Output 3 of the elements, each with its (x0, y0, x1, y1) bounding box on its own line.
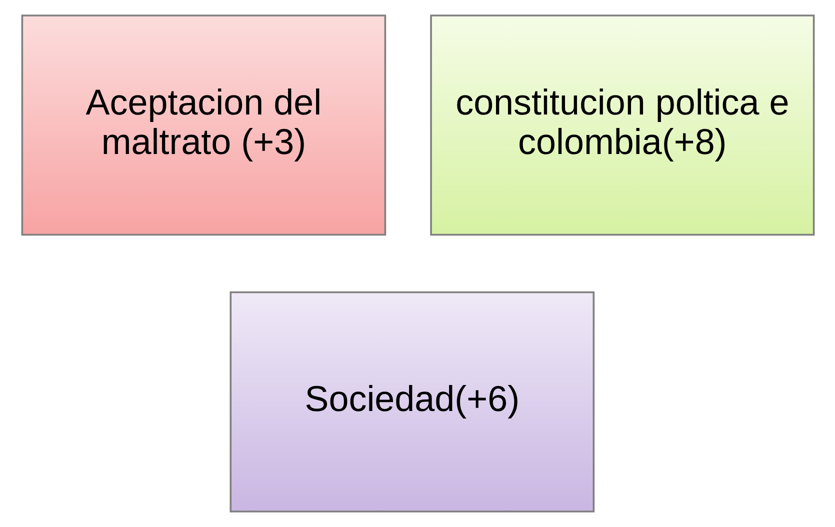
node-box: constitucion poltica e colombia(+8) (430, 14, 814, 236)
node-box: Sociedad(+6) (229, 291, 594, 512)
node-box: Aceptacion del maltrato (+3) (20, 14, 386, 236)
